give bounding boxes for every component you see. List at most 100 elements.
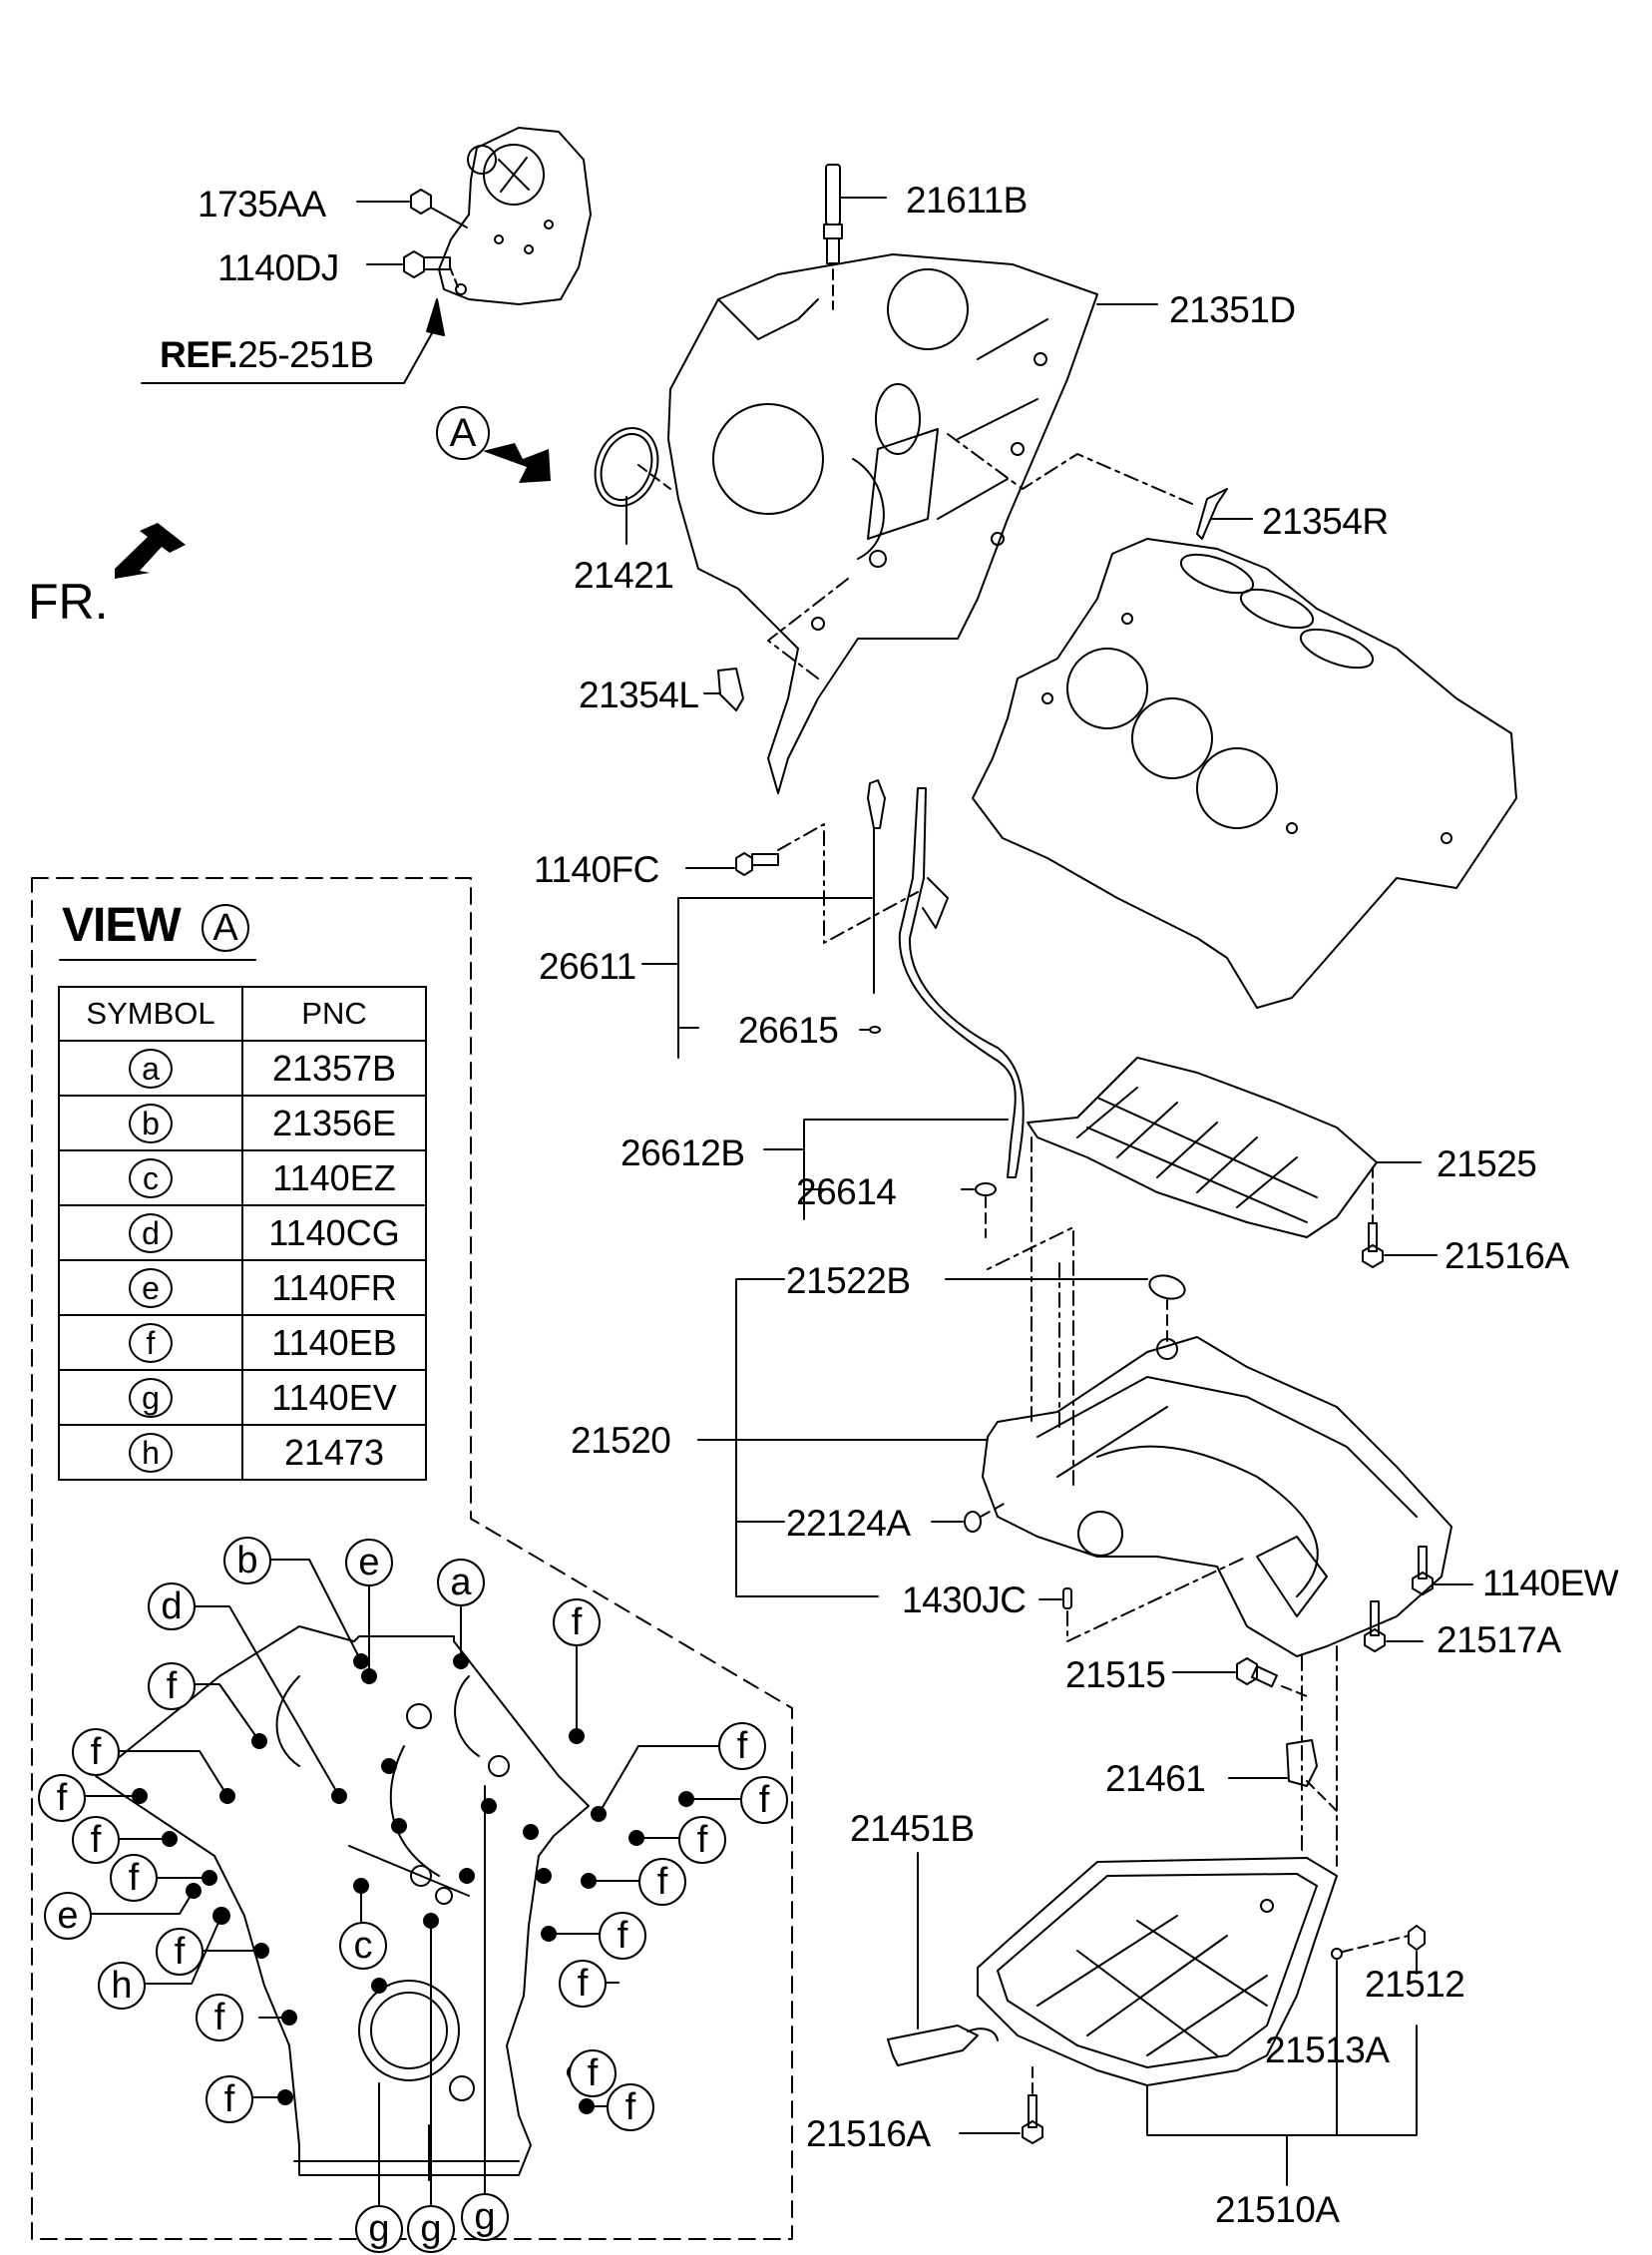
dipstick-tube-26612B-drawing <box>763 787 1025 1238</box>
header-pnc: PNC <box>241 986 427 1042</box>
part-label-1140FC[interactable]: 1140FC <box>534 849 659 890</box>
table-row[interactable]: f 1140EB <box>58 1314 427 1371</box>
part-label-21461[interactable]: 21461 <box>1105 1758 1206 1799</box>
part-label-21421[interactable]: 21421 <box>574 555 674 596</box>
timing-cover-21351D-drawing <box>667 253 1158 794</box>
symbol-badge: f <box>129 1322 173 1363</box>
dipstick-26611-drawing <box>641 779 886 1059</box>
callout-d[interactable]: d <box>148 1582 196 1630</box>
part-label-22124A[interactable]: 22124A <box>786 1503 911 1544</box>
part-label-21516A-top[interactable]: 21516A <box>1445 1235 1569 1276</box>
pnc-cell[interactable]: 21357B <box>241 1040 427 1097</box>
part-label-21522B[interactable]: 21522B <box>786 1260 911 1301</box>
part-label-21351D[interactable]: 21351D <box>1169 289 1296 330</box>
table-row[interactable]: e 1140FR <box>58 1259 427 1316</box>
table-row[interactable]: g 1140EV <box>58 1369 427 1426</box>
part-label-21611B[interactable]: 21611B <box>906 180 1028 221</box>
oil-strainer-21451B-drawing <box>887 1852 999 2066</box>
pnc-cell[interactable]: 21473 <box>241 1424 427 1481</box>
view-direction-arrow-icon <box>483 443 551 483</box>
bolt-1140FC-drawing <box>685 823 919 944</box>
part-label-21516A-bottom[interactable]: 21516A <box>806 2113 931 2154</box>
callout-f[interactable]: f <box>559 1960 607 2008</box>
table-row[interactable]: b 21356E <box>58 1095 427 1151</box>
callout-f[interactable]: f <box>607 2083 654 2131</box>
part-label-21525[interactable]: 21525 <box>1437 1143 1537 1184</box>
callout-e[interactable]: e <box>345 1539 393 1586</box>
callout-c[interactable]: c <box>339 1922 387 1970</box>
pnc-cell[interactable]: 1140CG <box>241 1204 427 1261</box>
callout-f[interactable]: f <box>206 2075 253 2123</box>
pnc-cell[interactable]: 1140EV <box>241 1369 427 1426</box>
part-label-21354L[interactable]: 21354L <box>579 675 699 715</box>
part-label-21513A[interactable]: 21513A <box>1265 2030 1390 2070</box>
reference-label[interactable]: REF.25-251B <box>160 336 374 373</box>
part-label-21520[interactable]: 21520 <box>571 1420 671 1461</box>
callout-letter: f <box>577 1963 589 2005</box>
part-label-21517A[interactable]: 21517A <box>1437 1619 1561 1660</box>
drain-plug-21512-drawing <box>1408 1925 1426 1975</box>
part-label-26615[interactable]: 26615 <box>738 1010 839 1051</box>
gasket-21354L-drawing <box>703 578 849 711</box>
callout-f[interactable]: f <box>156 1928 204 1976</box>
callout-f[interactable]: f <box>718 1722 766 1770</box>
part-label-21451B[interactable]: 21451B <box>850 1808 975 1849</box>
part-label-1430JC[interactable]: 1430JC <box>902 1579 1027 1620</box>
pnc-cell[interactable]: 1140EZ <box>241 1149 427 1206</box>
lower-oil-pan-21510A-drawing <box>977 1857 1418 2186</box>
callout-f[interactable]: f <box>740 1776 788 1824</box>
callout-f[interactable]: f <box>553 1598 601 1646</box>
table-row[interactable]: d 1140CG <box>58 1204 427 1261</box>
part-label-1140DJ[interactable]: 1140DJ <box>217 247 339 288</box>
symbol-badge: e <box>129 1267 173 1308</box>
callout-g[interactable]: g <box>461 2193 509 2241</box>
callout-letter: f <box>90 1819 102 1861</box>
callout-e[interactable]: e <box>44 1892 92 1940</box>
callout-f[interactable]: f <box>569 2049 617 2097</box>
part-label-1735AA[interactable]: 1735AA <box>198 184 326 225</box>
symbol-badge: a <box>129 1048 173 1089</box>
part-label-26612B[interactable]: 26612B <box>620 1132 745 1173</box>
part-label-26611[interactable]: 26611 <box>539 946 636 987</box>
pnc-cell[interactable]: 1140EB <box>241 1314 427 1371</box>
table-row[interactable]: c 1140EZ <box>58 1149 427 1206</box>
view-a-bolt-dots <box>132 1653 694 2114</box>
callout-f[interactable]: f <box>638 1858 686 1906</box>
part-label-21510A[interactable]: 21510A <box>1215 2189 1340 2230</box>
callout-h[interactable]: h <box>98 1962 146 2010</box>
table-row[interactable]: a 21357B <box>58 1040 427 1097</box>
callout-f[interactable]: f <box>38 1774 86 1822</box>
header-symbol: SYMBOL <box>58 986 243 1042</box>
callout-letter: f <box>617 1915 628 1957</box>
callout-a[interactable]: a <box>437 1559 485 1606</box>
pnc-cell[interactable]: 1140FR <box>241 1259 427 1316</box>
part-label-21512[interactable]: 21512 <box>1365 1964 1465 2005</box>
front-direction-label: FR. <box>28 574 109 630</box>
part-label-1140EW[interactable]: 1140EW <box>1482 1563 1619 1603</box>
callout-f[interactable]: f <box>196 1994 243 2041</box>
callout-letter: a <box>450 1562 472 1603</box>
callout-f[interactable]: f <box>599 1912 646 1960</box>
callout-g[interactable]: g <box>407 2205 455 2253</box>
callout-letter: f <box>736 1725 748 1767</box>
part-label-26614[interactable]: 26614 <box>796 1171 897 1212</box>
part-label-21515[interactable]: 21515 <box>1065 1654 1166 1695</box>
reference-code: 25-251B <box>237 334 374 375</box>
callout-letter: g <box>474 2196 496 2238</box>
callout-f[interactable]: f <box>110 1854 158 1902</box>
callout-letter: h <box>111 1965 133 2007</box>
callout-b[interactable]: b <box>223 1537 271 1584</box>
callout-f[interactable]: f <box>148 1662 196 1710</box>
callout-letter: c <box>353 1925 373 1967</box>
callout-g[interactable]: g <box>355 2205 403 2253</box>
callout-f[interactable]: f <box>678 1816 726 1864</box>
callout-f[interactable]: f <box>72 1728 120 1776</box>
callout-letter: f <box>571 1601 583 1643</box>
table-row[interactable]: h 21473 <box>58 1424 427 1481</box>
upper-oil-pan-21520-drawing <box>697 1226 1452 1657</box>
pnc-cell[interactable]: 21356E <box>241 1095 427 1151</box>
callout-f[interactable]: f <box>72 1816 120 1864</box>
symbol-badge: c <box>129 1157 173 1198</box>
nut-1735AA-drawing <box>356 189 468 228</box>
part-label-21354R[interactable]: 21354R <box>1262 501 1389 542</box>
